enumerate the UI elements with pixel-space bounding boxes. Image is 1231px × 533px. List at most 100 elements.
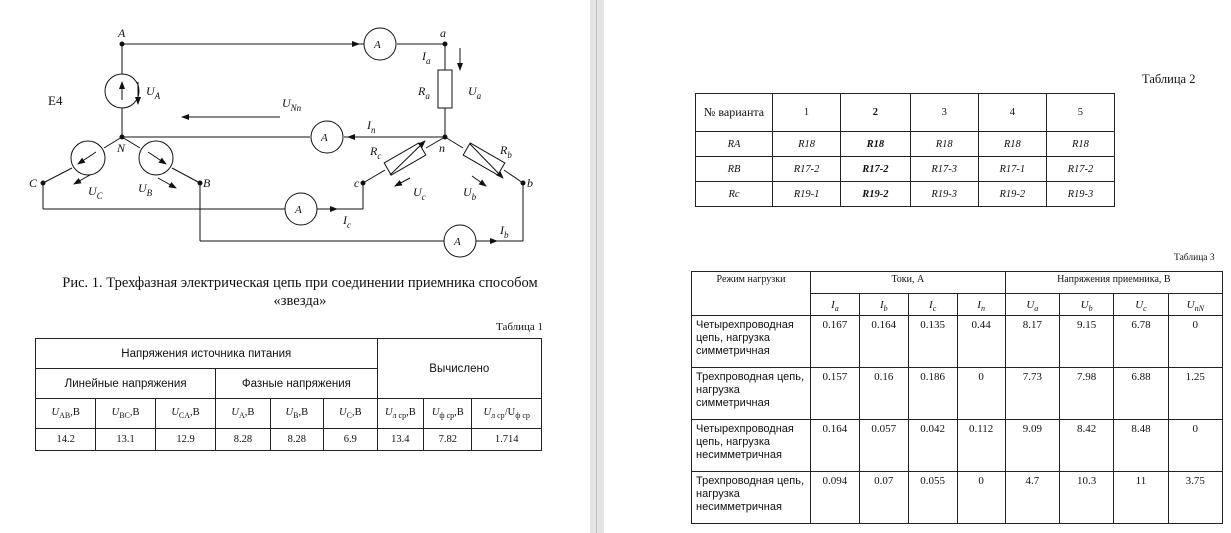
t3-subcol-header: Ib: [858, 293, 909, 316]
t3-mode-cell: Трехпроводная цепь, нагрузка несимметрич…: [691, 471, 811, 524]
t3-row: Трехпроводная цепь, нагрузка симметрична…: [691, 367, 1224, 420]
table1-line-header: Линейные напряжения: [34, 368, 217, 399]
ub-label: Ub: [463, 185, 477, 202]
t2-cell: R17-2: [840, 156, 911, 182]
t2-cell: R18: [771, 131, 842, 157]
t3-value-cell: 0.055: [907, 471, 958, 524]
t1-col-header: Uф ср,В: [423, 398, 473, 429]
uB-label: UB: [138, 181, 153, 198]
t2-cell: R18: [840, 131, 911, 157]
t1-value-cell: 1.714: [471, 428, 542, 451]
t2-header-cell: 3: [909, 93, 979, 132]
uC-label: UC: [88, 184, 104, 201]
t3-value-cell: 0.44: [956, 315, 1006, 368]
t3-value-cell: 10.3: [1058, 471, 1115, 524]
t1-col-header: UAB,В: [34, 398, 97, 429]
table2-caption: Таблица 2: [1142, 72, 1196, 86]
t1-col-header: UBC,В: [95, 398, 156, 429]
t2-cell: R19-2: [977, 181, 1047, 207]
t1-value-cell: 8.28: [215, 428, 271, 451]
figure-caption: Рис. 1. Трехфазная электрическая цепь пр…: [62, 275, 538, 309]
ra-label: Ra: [417, 84, 430, 101]
t3-value-cell: 0.164: [810, 419, 860, 472]
e4-label: E4: [48, 93, 63, 108]
node-B-label: B: [203, 176, 211, 190]
ammeter-c-label: A: [294, 204, 302, 216]
t2-cell: R18: [909, 131, 979, 157]
t3-value-cell: 0.157: [810, 367, 860, 420]
t3-voltages-header: Напряжения приемника, В: [1004, 271, 1224, 294]
t2-header-cell: 2: [840, 93, 911, 132]
t1-col-header: UCA,В: [154, 398, 217, 429]
t3-row: Трехпроводная цепь, нагрузка несимметрич…: [691, 471, 1224, 524]
t2-cell: Rc: [695, 181, 773, 207]
t3-value-cell: 1.25: [1167, 367, 1224, 420]
node-A-label: A: [117, 26, 126, 40]
uNn-label: UNn: [282, 96, 302, 113]
t2-cell: R19-3: [909, 181, 979, 207]
table1-computed-header: Вычислено: [376, 338, 543, 399]
t2-cell: R18: [977, 131, 1047, 157]
t3-value-cell: 0: [956, 367, 1006, 420]
t2-cell: R19-3: [1045, 181, 1116, 207]
t1-value-cell: 14.2: [34, 428, 97, 451]
t3-value-cell: 8.42: [1058, 419, 1115, 472]
t3-value-cell: 7.73: [1004, 367, 1060, 420]
t3-subcol-header: In: [956, 293, 1006, 316]
t3-value-cell: 0: [956, 471, 1006, 524]
circuit-diagram: A a N n C B c b E4 A A A A UA Ua Ra Ia U…: [29, 26, 533, 258]
table1-caption: Таблица 1: [496, 321, 544, 333]
t3-value-cell: 0.112: [956, 419, 1006, 472]
ic-label: Ic: [342, 213, 351, 230]
t3-subcol-header: Ia: [810, 293, 860, 316]
ua-label: Ua: [468, 84, 482, 101]
page-gutter: [590, 0, 604, 533]
t3-row: Четырехпроводная цепь, нагрузка симметри…: [691, 315, 1224, 368]
t1-value-cell: 6.9: [323, 428, 378, 451]
t2-cell: R17-2: [771, 156, 842, 182]
t3-value-cell: 0: [1167, 315, 1224, 368]
left-page: A a N n C B c b E4 A A A A UA Ua Ra Ia U…: [0, 0, 590, 533]
uA-label: UA: [146, 84, 161, 101]
rc-label: Rc: [369, 144, 381, 161]
t3-mode-cell: Четырехпроводная цепь, нагрузка несиммет…: [691, 419, 811, 472]
t2-cell: R17-3: [909, 156, 979, 182]
t3-value-cell: 0.057: [858, 419, 909, 472]
t3-subcol-header: UnN: [1167, 293, 1224, 316]
t3-value-cell: 0.07: [858, 471, 909, 524]
t2-cell: R17-2: [1045, 156, 1116, 182]
table1: Напряжения источника питания Вычислено Л…: [34, 338, 543, 451]
t3-value-cell: 0.042: [907, 419, 958, 472]
t3-currents-header: Токи, А: [810, 271, 1006, 294]
t3-value-cell: 0: [1167, 419, 1224, 472]
ammeter-a-label: A: [373, 39, 381, 51]
ammeter-n-label: A: [320, 132, 328, 144]
t1-col-header: Uл ср/Uф ср: [471, 398, 542, 429]
t1-value-cell: 13.1: [95, 428, 156, 451]
t2-cell: RB: [695, 156, 773, 182]
t3-value-cell: 6.88: [1113, 367, 1169, 420]
t2-cell: R18: [1045, 131, 1116, 157]
in-label: In: [366, 118, 376, 135]
t2-header-cell: 5: [1045, 93, 1116, 132]
t3-value-cell: 4.7: [1004, 471, 1060, 524]
t2-cell: R17-1: [977, 156, 1047, 182]
node-b-label: b: [527, 176, 533, 190]
t3-mode-cell: Четырехпроводная цепь, нагрузка симметри…: [691, 315, 811, 368]
t3-value-cell: 6.78: [1113, 315, 1169, 368]
t3-value-cell: 9.15: [1058, 315, 1115, 368]
node-n-label: n: [439, 141, 445, 155]
t3-subcol-header: Ua: [1004, 293, 1060, 316]
t2-cell: R19-1: [771, 181, 842, 207]
t1-col-header: UC,В: [323, 398, 378, 429]
t2-cell: R19-2: [840, 181, 911, 207]
t3-mode-cell: Трехпроводная цепь, нагрузка симметрична…: [691, 367, 811, 420]
